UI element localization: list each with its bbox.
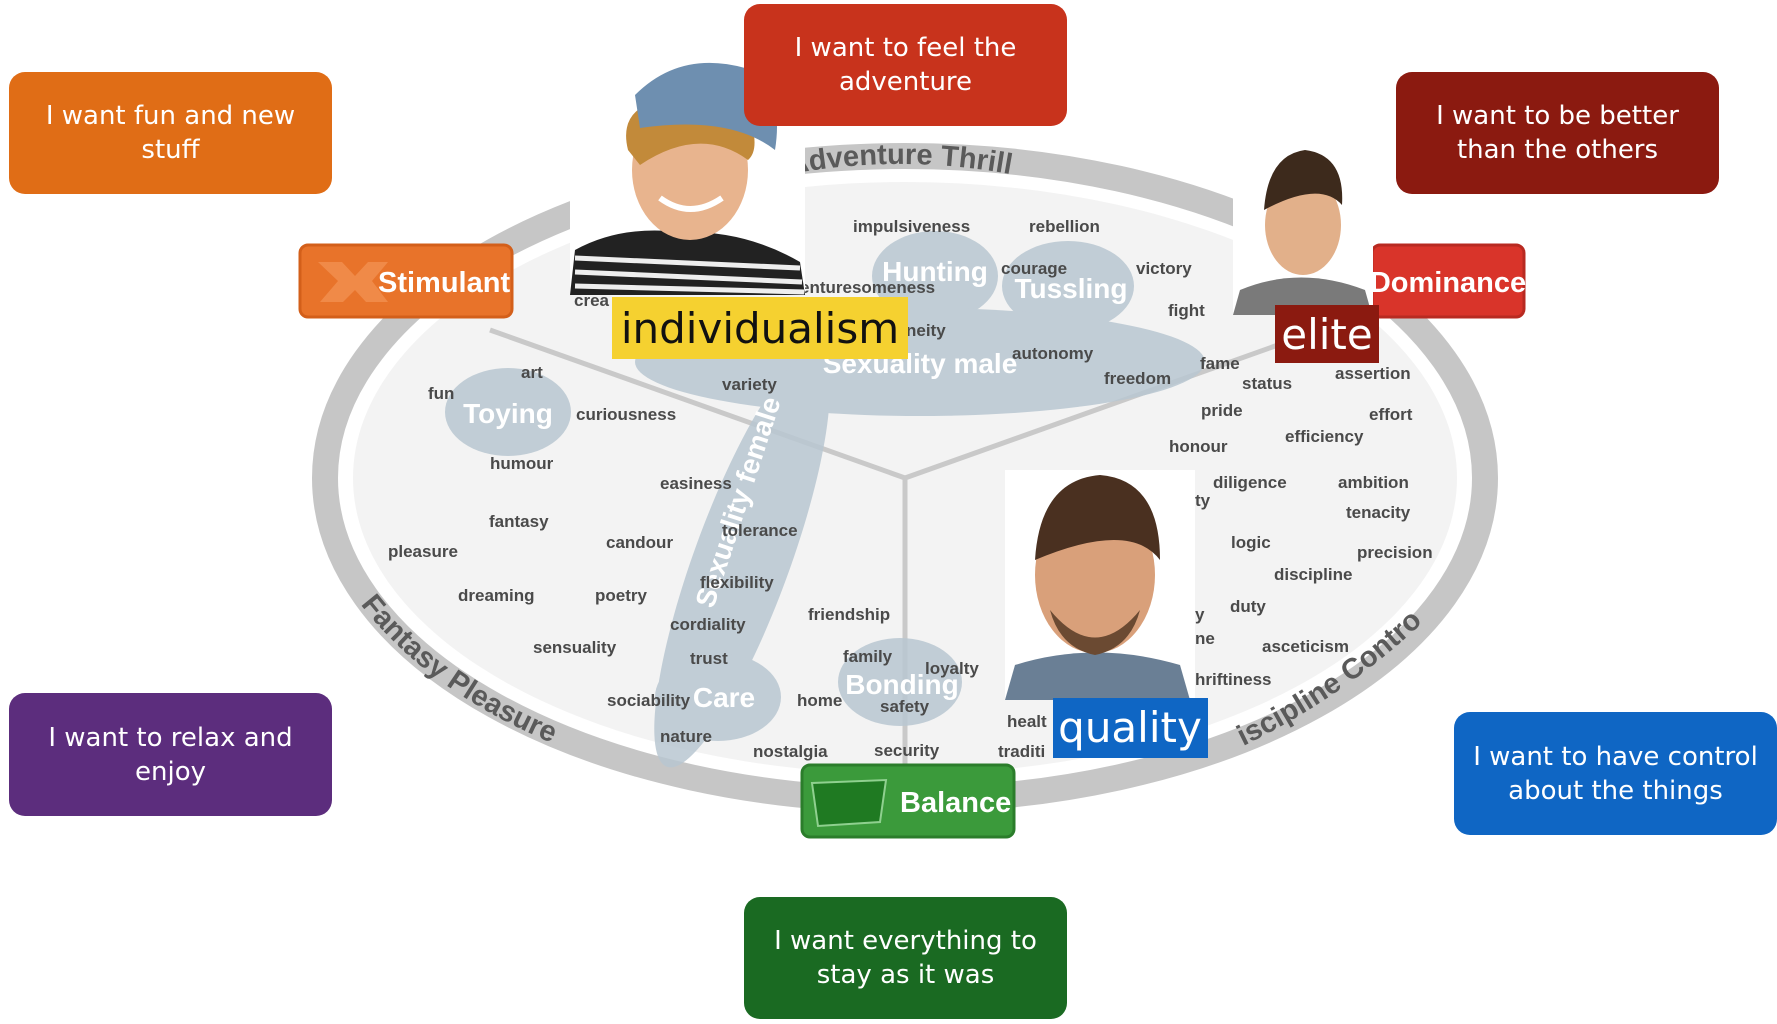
emotion-word: curiousness — [576, 405, 676, 424]
cluster-label-toying: Toying — [463, 398, 553, 429]
person-photo-elite — [1233, 140, 1373, 315]
relax-box: I want to relax and enjoy — [9, 693, 332, 816]
emotion-word: ne — [1195, 629, 1215, 648]
tag-individualism: individualism — [612, 297, 908, 359]
emotion-word: nostalgia — [753, 742, 828, 761]
emotion-word: victory — [1136, 259, 1192, 278]
emotion-word: crea — [574, 291, 610, 310]
tussling-cluster — [1002, 241, 1134, 331]
emotion-word: pleasure — [388, 542, 458, 561]
emotion-word: sensuality — [533, 638, 617, 657]
cluster-label-hunting: Hunting — [882, 256, 988, 287]
svg-text:individualism: individualism — [621, 304, 899, 353]
cluster-label-bonding: Bonding — [845, 669, 959, 700]
svg-text:quality: quality — [1058, 703, 1202, 752]
emotion-word: effort — [1369, 405, 1413, 424]
dominance-label: Dominance — [1370, 267, 1526, 299]
emotion-word: fight — [1168, 301, 1205, 320]
emotion-word: nature — [660, 727, 712, 746]
emotion-word: friendship — [808, 605, 890, 624]
emotion-word: duty — [1230, 597, 1266, 616]
emotion-word: precision — [1357, 543, 1433, 562]
emotion-word: autonomy — [1012, 344, 1094, 363]
balance-label: Balance — [900, 787, 1011, 819]
emotion-word: art — [521, 363, 543, 382]
adventure-box: I want to feel the adventure — [744, 4, 1067, 126]
balance-icon — [810, 778, 888, 828]
emotion-word: safety — [880, 697, 930, 716]
emotion-word: candour — [606, 533, 673, 552]
emotion-word: diligence — [1213, 473, 1287, 492]
balance-pill: Balance — [800, 763, 1016, 839]
dominance-pill: Dominance — [1370, 243, 1526, 319]
stay-box: I want everything to stay as it was — [744, 897, 1067, 1019]
emotion-word: freedom — [1104, 369, 1171, 388]
emotion-word: impulsiveness — [853, 217, 970, 236]
emotion-word: enturesomeness — [800, 278, 935, 297]
emotion-word: discipline — [1274, 565, 1352, 584]
emotion-word: rebellion — [1029, 217, 1100, 236]
emotion-word: security — [874, 741, 940, 760]
stimulant-label: Stimulant — [378, 267, 510, 299]
emotion-word: fame — [1200, 354, 1240, 373]
emotion-word: logic — [1231, 533, 1271, 552]
emotion-word: healt — [1007, 712, 1047, 731]
emotion-word: sociability — [607, 691, 691, 710]
emotion-word: cordiality — [670, 615, 746, 634]
emotion-word: ambition — [1338, 473, 1409, 492]
emotion-word: courage — [1001, 259, 1067, 278]
emotion-word: tolerance — [722, 521, 798, 540]
emotion-word: fantasy — [489, 512, 549, 531]
control-box: I want to have control about the things — [1454, 712, 1777, 835]
svg-text:elite: elite — [1281, 310, 1373, 359]
bonding-cluster — [838, 638, 962, 726]
emotion-words: nceimpulsivenessrebellioncouragevictorye… — [388, 217, 1433, 761]
emotion-word: loyalty — [925, 659, 979, 678]
emotion-word: variety — [722, 375, 777, 394]
emotion-word: home — [797, 691, 842, 710]
emotion-word: easiness — [660, 474, 732, 493]
emotion-word: neity — [906, 321, 946, 340]
cluster-label-care: Care — [693, 682, 755, 713]
toying-cluster — [445, 368, 571, 456]
emotion-word: poetry — [595, 586, 648, 605]
emotion-word: trust — [690, 649, 728, 668]
emotion-word: humour — [490, 454, 554, 473]
emotion-word: traditi — [998, 742, 1045, 761]
care-cluster — [655, 653, 781, 741]
ring-label-adventure-thrill: Adventure Thrill — [785, 139, 1015, 181]
stimulant-pill: Stimulant — [298, 243, 514, 319]
emotion-word: fun — [428, 384, 454, 403]
emotion-word: pride — [1201, 401, 1243, 420]
emotion-word: tenacity — [1346, 503, 1411, 522]
fun-box: I want fun and new stuff — [9, 72, 332, 194]
sector-dividers — [489, 327, 1321, 780]
emotion-word: assertion — [1335, 364, 1411, 383]
tag-quality: quality — [1053, 698, 1208, 758]
better-box: I want to be better than the others — [1396, 72, 1719, 194]
emotion-word: status — [1242, 374, 1292, 393]
emotion-word: family — [843, 647, 893, 666]
emotion-word: honour — [1169, 437, 1228, 456]
emotion-word: asceticism — [1262, 637, 1349, 656]
emotion-word: ty — [1195, 491, 1211, 510]
emotion-word: efficiency — [1285, 427, 1364, 446]
emotion-word: hriftiness — [1195, 670, 1272, 689]
person-photo-quality — [1005, 470, 1195, 700]
cluster-label-tussling: Tussling — [1014, 273, 1127, 304]
emotion-word: y — [1195, 605, 1205, 624]
emotion-word: dreaming — [458, 586, 535, 605]
stimulant-icon — [318, 262, 388, 302]
emotion-word: flexibility — [700, 573, 774, 592]
tag-elite: elite — [1275, 305, 1379, 363]
